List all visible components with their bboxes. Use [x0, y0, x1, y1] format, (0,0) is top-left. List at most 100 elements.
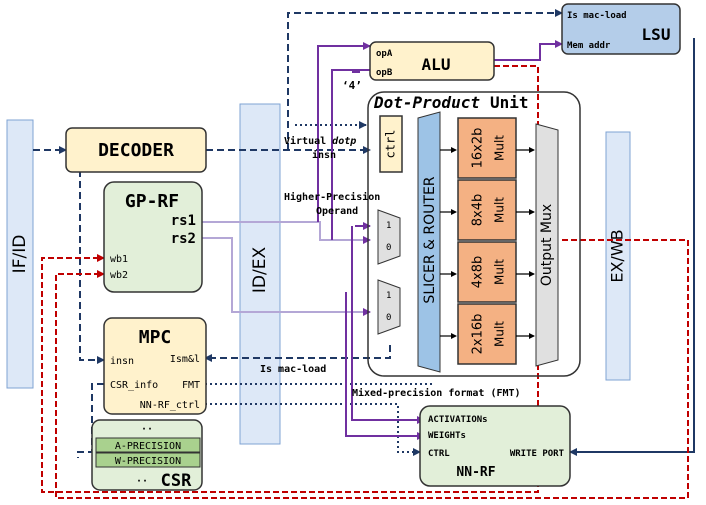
mpc-title: MPC [139, 327, 172, 348]
ex-wb-label: EX/WB [608, 229, 627, 282]
mpc-nnrf-ctrl: NN-RF_ctrl [140, 400, 200, 411]
csr-title: CSR [161, 471, 192, 491]
multiplier-2: 4x8b Mult [457, 241, 517, 303]
nnrf-title: NN-RF [456, 465, 495, 480]
gprf-rs2: rs2 [171, 231, 196, 247]
const-four-label: ‘4’ [342, 79, 362, 92]
multiplier-mult-label: Mult [493, 259, 507, 285]
slicer-router [417, 111, 441, 373]
mpc-ismal: Ism&l [170, 354, 200, 365]
nnrf-activations: ACTIVATIONs [428, 415, 488, 425]
alu-title: ALU [422, 55, 451, 74]
weights-wire [345, 292, 425, 440]
nnrf-block: ACTIVATIONs WEIGHTs CTRL WRITE PORT NN-R… [419, 405, 571, 487]
dpu-title: Dot-Product Unit [373, 93, 529, 112]
multiplier-box [457, 179, 517, 241]
nnrf-ctrl-wire [205, 403, 421, 456]
is-mac-load-label: Is mac-load [260, 364, 326, 375]
multiplier-mult-label: Mult [493, 197, 507, 223]
if-id-register: IF/ID [6, 119, 34, 389]
alu-opb-wire [331, 69, 370, 240]
slicer-router-label: SLICER & ROUTER [422, 176, 438, 303]
rs2-wire [202, 237, 371, 316]
id-ex-label: ID/EX [250, 247, 270, 294]
activations-wire [351, 226, 425, 424]
mux-lower-in1: 1 [386, 291, 391, 301]
dpu-title-plain: Unit [490, 93, 529, 112]
alu-opb: opB [376, 68, 393, 78]
multiplier-0: 16x2b Mult [457, 117, 517, 179]
output-mux-label: Output Mux [539, 204, 555, 286]
csr-block: ·· A-PRECISION W-PRECISION ·· CSR [91, 419, 203, 491]
a-precision-field [95, 437, 201, 453]
decoder-lsu-wire [287, 9, 563, 150]
multiplier-size-label: 2x16b [471, 314, 486, 355]
mux-upper-in1: 1 [386, 221, 391, 231]
ctrl-box [379, 115, 403, 173]
lsu-mem-addr: Mem addr [567, 41, 611, 51]
mpc-insn: insn [110, 356, 134, 367]
ex-wb-register: EX/WB [605, 131, 631, 381]
alu-block: opA opB ALU [369, 41, 495, 81]
alu-lsu-wire [494, 40, 563, 61]
nnrf-write-port: WRITE PORT [510, 449, 565, 459]
higher-precision-label: Higher-Precision [284, 191, 380, 203]
mux-upper [377, 209, 401, 265]
multiplier-box [457, 303, 517, 365]
virtual-dotp-insn-label: insn [312, 149, 336, 161]
decoder-title: DECODER [98, 140, 174, 161]
dpu-wb2-wire [55, 239, 689, 499]
gprf-wb2: wb2 [110, 270, 128, 281]
ctrl-label: ctrl [384, 130, 398, 159]
gprf-wb1: wb1 [110, 254, 128, 265]
csr-dots-bottom: ·· [136, 476, 148, 487]
virtual-dotp-text-1: Virtual [284, 135, 332, 147]
mux-lower [377, 279, 401, 335]
multiplier-size-label: 16x2b [471, 128, 486, 169]
dpu-title-italic: Dot-Product [373, 93, 480, 112]
nnrf-ctrl: CTRL [428, 449, 450, 459]
decoder-mpc-wire [79, 170, 105, 364]
a-precision-label: A-PRECISION [115, 441, 181, 452]
w-precision-label: W-PRECISION [115, 456, 181, 467]
csr-dots-top: ·· [141, 424, 153, 435]
mpc-block: MPC insn Ism&l CSR_info FMT NN-RF_ctrl [103, 317, 207, 415]
mux-lower-in0: 0 [386, 313, 391, 323]
multiplier-1: 8x4b Mult [457, 179, 517, 241]
rs1-wire [202, 221, 371, 244]
alu-opa-wire [317, 42, 371, 222]
alu-opa: opA [376, 49, 393, 59]
virtual-dotp-text-2: dotp [332, 136, 356, 147]
multiplier-box [457, 241, 517, 303]
lsu-nnrf-wire [569, 38, 695, 456]
w-precision-field [95, 452, 201, 468]
multiplier-mult-label: Mult [493, 135, 507, 161]
mixed-precision-label: Mixed-precision format (FMT) [352, 387, 521, 399]
multiplier-size-label: 4x8b [471, 256, 486, 289]
operand-label: Operand [316, 206, 358, 217]
multiplier-size-label: 8x4b [471, 194, 486, 227]
lsu-is-mac-load: Is mac-load [567, 11, 627, 21]
dot-product-unit: Dot-Product Unit ctrl 1 0 1 0 SLICER & R… [367, 91, 581, 377]
mpc-fmt: FMT [182, 380, 200, 391]
ismacload-mpc-wire [204, 345, 391, 362]
multiplier-3: 2x16b Mult [457, 303, 517, 365]
if-id-label: IF/ID [10, 235, 30, 274]
alu-wb1-wire [41, 65, 539, 493]
decoder-block: DECODER [65, 127, 207, 173]
virtual-dotp-label: Virtual dotp [284, 135, 356, 147]
multiplier-mult-label: Mult [493, 321, 507, 347]
output-mux [535, 123, 559, 367]
multiplier-box [457, 117, 517, 179]
nnrf-weights: WEIGHTs [428, 431, 466, 441]
gprf-title: GP-RF [125, 191, 179, 212]
mux-upper-in0: 0 [386, 243, 391, 253]
lsu-title: LSU [642, 25, 671, 44]
id-ex-register: ID/EX [239, 103, 281, 445]
gprf-block: GP-RF rs1 rs2 wb1 wb2 [103, 181, 203, 293]
mpc-csr-info: CSR_info [110, 380, 158, 391]
gprf-rs1: rs1 [171, 213, 196, 229]
lsu-block: Is mac-load LSU Mem addr [561, 3, 681, 55]
